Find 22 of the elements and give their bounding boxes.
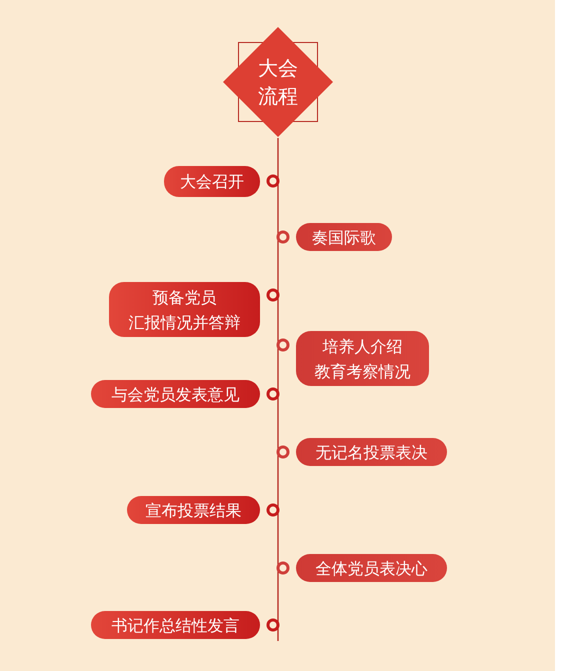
step-pill [91, 611, 260, 639]
step-text: 无记名投票表决 [316, 442, 428, 464]
step-pill [164, 166, 260, 197]
step-pill [296, 554, 447, 582]
step-text: 与会党员发表意见 [112, 384, 240, 406]
step-text: 奏国际歌 [312, 226, 376, 248]
step-text: 预备党员 [152, 286, 216, 308]
title-text: 大会流程 [257, 55, 299, 110]
step-text: 大会召开 [180, 171, 244, 193]
step-text: 书记作总结性发言 [112, 614, 240, 636]
step-text: 宣布投票结果 [146, 500, 242, 522]
step-pill [109, 282, 260, 337]
step-pill [296, 331, 429, 386]
step-text: 全体党员表决心 [316, 558, 428, 580]
step-text: 汇报情况并答辩 [128, 312, 240, 334]
step-pill [91, 380, 260, 408]
title-diamond [223, 27, 333, 137]
step-pill [127, 496, 260, 524]
step-pill [296, 223, 392, 251]
step-text: 教育考察情况 [314, 360, 410, 382]
step-text: 培养人介绍 [322, 336, 402, 358]
step-pill [296, 438, 447, 466]
